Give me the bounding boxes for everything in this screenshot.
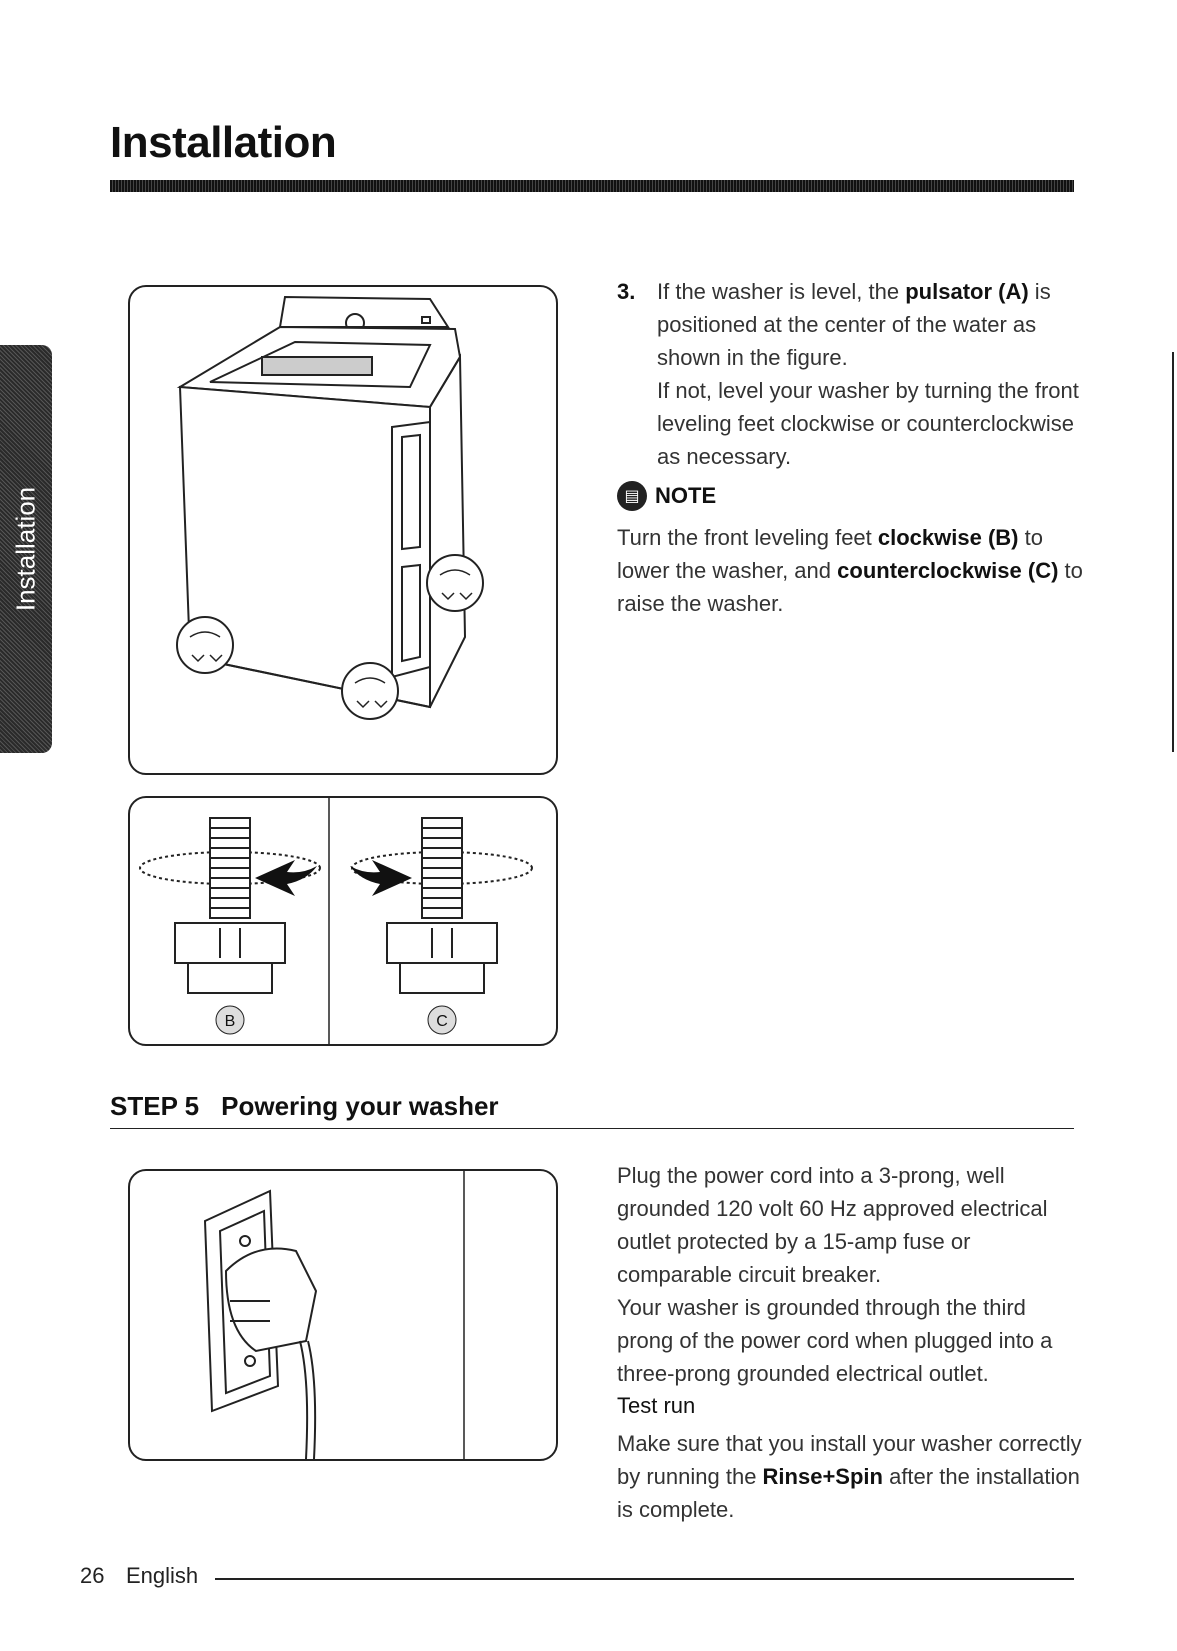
outlet-illustration [128, 1169, 558, 1461]
page-number: 26 [80, 1563, 105, 1588]
note-heading: ▤ NOTE [617, 481, 716, 511]
step5-title: Powering your washer [221, 1091, 499, 1121]
side-tab-label: Installation [10, 486, 41, 612]
footer-rule [215, 1578, 1074, 1580]
step3-text: 3. If the washer is level, the pulsator … [617, 275, 1087, 473]
step5-label: STEP 5 [110, 1091, 200, 1121]
washer-drawing [176, 295, 484, 720]
pulsator-term: pulsator (A) [905, 279, 1029, 304]
leveling-feet-illustration: B C [128, 796, 558, 1046]
step3-paragraph-1: If the washer is level, the pulsator (A)… [657, 279, 1051, 370]
step5-rule [110, 1128, 1074, 1129]
note-icon: ▤ [617, 481, 647, 511]
leveling-feet-drawing: B C [139, 798, 533, 1044]
test-run-heading: Test run [617, 1393, 696, 1418]
feet-label-b: B [225, 1013, 236, 1030]
note-body: Turn the front leveling feet clockwise (… [617, 525, 1083, 616]
edge-mark [1172, 352, 1174, 752]
title-bar [110, 180, 1074, 192]
step3-paragraph-2: If not, level your washer by turning the… [657, 378, 1079, 469]
step5-heading: STEP 5 Powering your washer [110, 1091, 499, 1122]
power-paragraph-2: Your washer is grounded through the thir… [617, 1295, 1053, 1386]
power-paragraph-1: Plug the power cord into a 3-prong, well… [617, 1163, 1048, 1287]
clockwise-term: clockwise (B) [877, 525, 1019, 550]
test-run-text: Make sure that you install your washer c… [617, 1431, 1082, 1522]
outlet-drawing [203, 1171, 465, 1459]
rinse-spin-term: Rinse+Spin [762, 1464, 883, 1489]
arrow-left-icon [255, 860, 317, 896]
counterclockwise-term: counterclockwise (C) [837, 558, 1059, 583]
page-title: Installation [110, 118, 337, 167]
arrow-right-icon [350, 860, 412, 896]
step-number: 3. [617, 279, 636, 304]
feet-label-c: C [436, 1013, 448, 1030]
side-tab: Installation [0, 345, 52, 753]
note-label: NOTE [655, 483, 717, 508]
power-instructions: Plug the power cord into a 3-prong, well… [617, 1159, 1087, 1390]
footer-language: English [126, 1563, 199, 1588]
washer-illustration [128, 285, 558, 775]
